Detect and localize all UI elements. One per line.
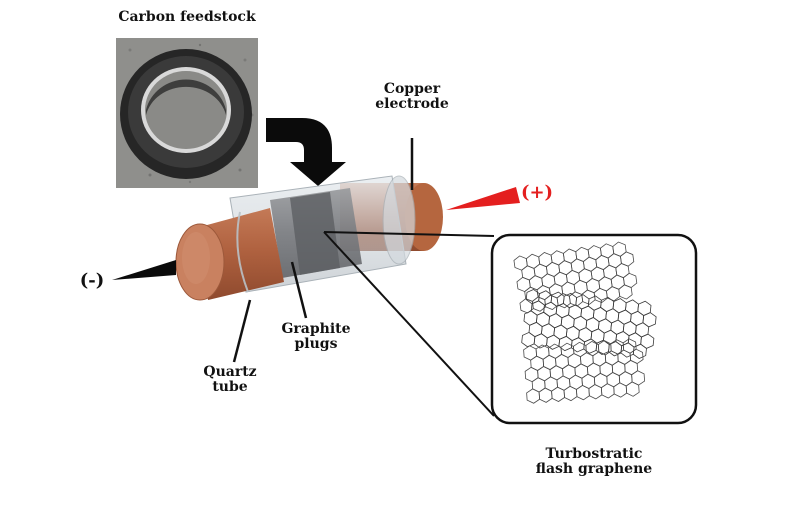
graphite-label-line1: Graphite <box>281 321 351 337</box>
copper-label-line1: Copper <box>383 81 441 97</box>
feedstock-label: Carbon feedstock <box>118 9 256 25</box>
zoom-line-top <box>323 231 495 237</box>
hexagon-cell <box>625 381 640 397</box>
graphene-label: Turbostratic flash graphene <box>526 447 662 477</box>
feedstock-photo <box>116 38 258 188</box>
positive-terminal-label: (+) <box>520 182 554 203</box>
hexagonal-lattice-icon <box>513 241 657 404</box>
red-wedge-icon <box>446 187 520 210</box>
hexagon-cell <box>632 343 647 359</box>
graphene-inset-frame <box>490 233 698 425</box>
graphene-sheet <box>523 338 646 404</box>
tire-inner-shadow <box>146 79 226 115</box>
graphene-label-line1: Turbostratic <box>545 446 643 462</box>
graphene-sheet <box>521 289 657 359</box>
quartz-label-line1: Quartz <box>203 364 257 380</box>
negative-terminal-label: (-) <box>79 270 105 291</box>
curved-arrow-icon <box>266 118 346 186</box>
quartz-leader-line <box>232 299 252 363</box>
graphite-label-line2: plugs <box>294 336 338 352</box>
graphene-label-line2: flash graphene <box>535 461 653 477</box>
hexagon-cell <box>618 284 633 300</box>
quartz-tube-label: Quartz tube <box>194 365 266 395</box>
cylinder-assembly <box>175 175 443 301</box>
graphite-plugs-label: Graphite plugs <box>276 322 356 352</box>
quartz-front-rim <box>236 211 249 293</box>
copper-end-highlight <box>182 232 210 284</box>
graphite-leader-line <box>290 261 308 319</box>
sample-region <box>290 192 340 275</box>
black-wedge-icon <box>112 260 176 280</box>
quartz-tube-right-end <box>382 175 416 265</box>
copper-label-line2: electrode <box>375 96 449 112</box>
copper-electrode-label: Copper electrode <box>364 82 460 112</box>
zoom-line-bottom <box>323 231 495 417</box>
quartz-label-line2: tube <box>212 379 248 395</box>
